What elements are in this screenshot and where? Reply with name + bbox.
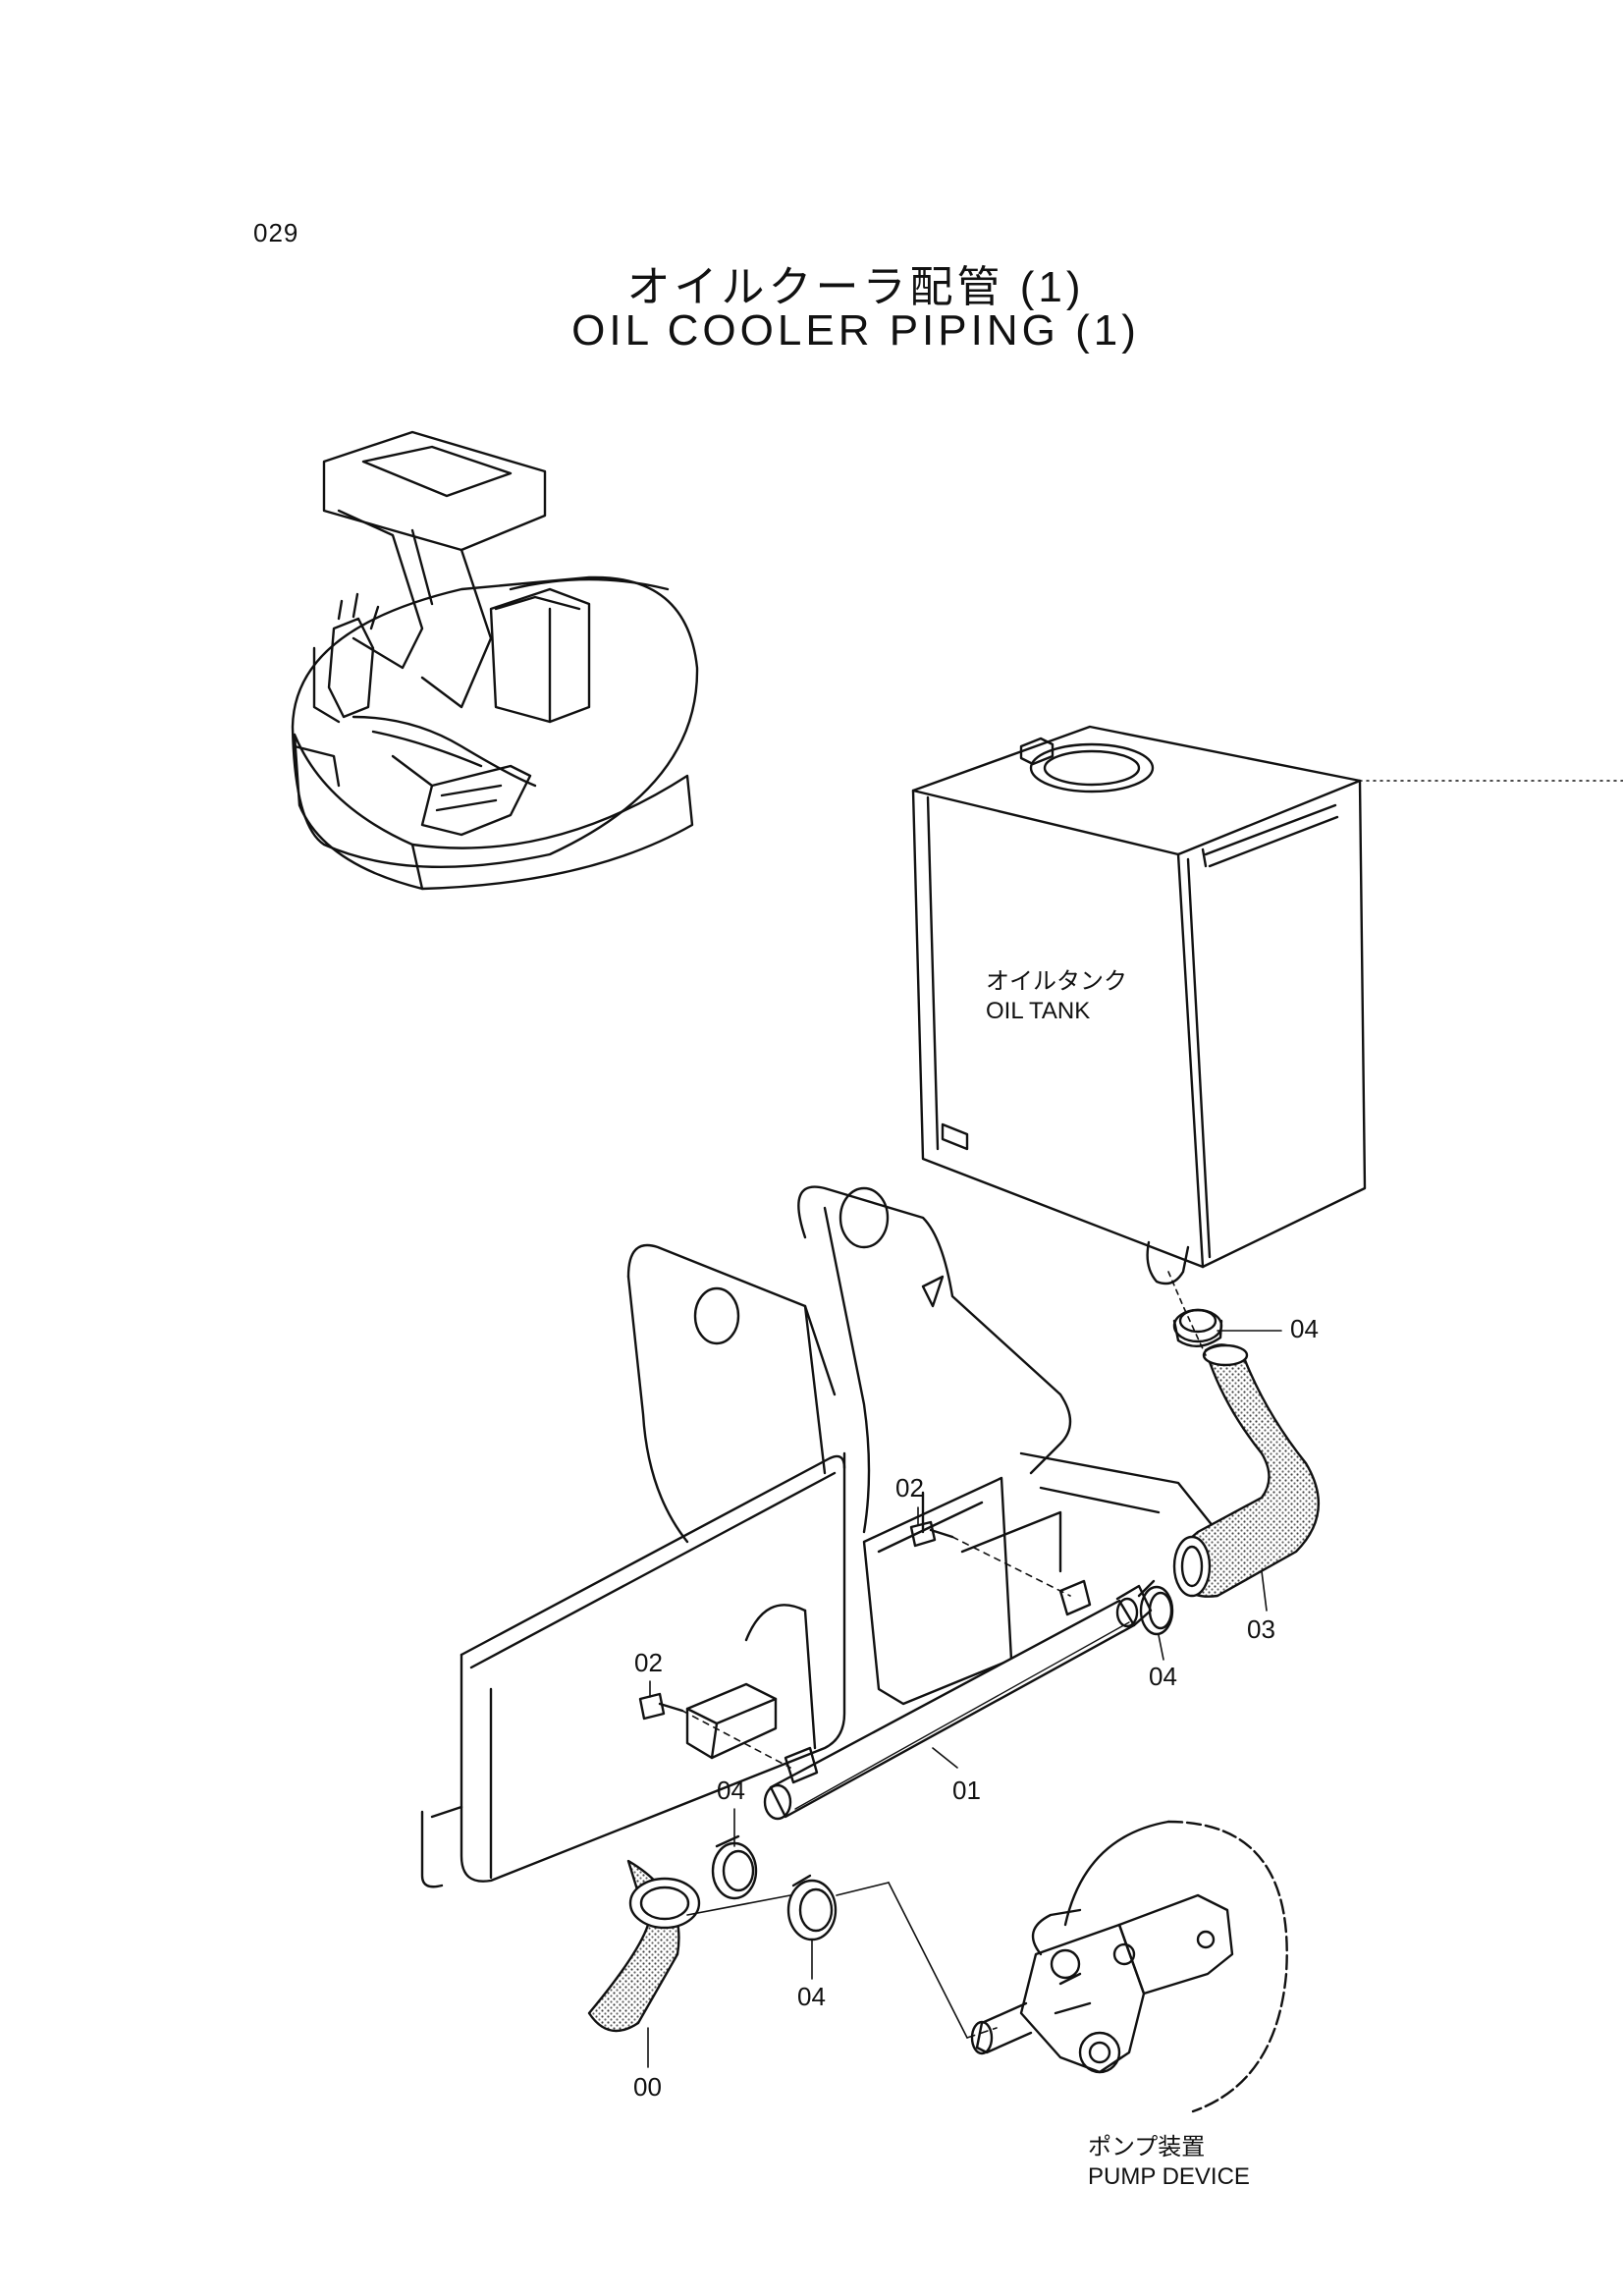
- title-english: OIL COOLER PIPING (1): [571, 306, 1140, 355]
- leader-lines: [647, 1271, 1282, 2068]
- callout-04-top: 04: [1290, 1314, 1319, 1343]
- callout-02-lower: 02: [634, 1648, 663, 1677]
- oil-tank-drawing: [911, 725, 1367, 1285]
- clamp-04-top: [1172, 1308, 1223, 1347]
- callout-04-bottom: 04: [797, 1982, 826, 2011]
- pipe-01: [763, 1579, 1153, 1821]
- page-number: 029: [253, 218, 299, 247]
- machine-overview-inset: [291, 430, 699, 891]
- main-frame-drawing: [420, 1185, 1219, 1888]
- hose-00: [587, 1859, 701, 2033]
- title-japanese: オイルクーラ配管 (1): [626, 263, 1085, 311]
- callout-01: 01: [952, 1776, 981, 1805]
- callout-00: 00: [633, 2072, 662, 2102]
- pump-device-label-en: PUMP DEVICE: [1088, 2163, 1250, 2190]
- pump-device-drawing: [970, 1820, 1288, 2113]
- callout-04-mid: 04: [1149, 1662, 1177, 1691]
- callout-03: 03: [1247, 1614, 1275, 1644]
- hose-03: [1172, 1343, 1321, 1598]
- callout-04-left: 04: [717, 1776, 745, 1805]
- bolt-02-lower: [638, 1692, 791, 1769]
- pump-device-label-jp: ポンプ装置: [1088, 2134, 1206, 2160]
- oil-tank-label-jp: オイルタンク: [986, 968, 1127, 995]
- oil-tank-label-en: OIL TANK: [986, 998, 1091, 1024]
- bolt-02-upper: [909, 1520, 1071, 1597]
- clamp-04-bottom: [786, 1874, 838, 1941]
- callout-02-upper: 02: [895, 1473, 924, 1503]
- clamp-04-mid: [1137, 1579, 1174, 1636]
